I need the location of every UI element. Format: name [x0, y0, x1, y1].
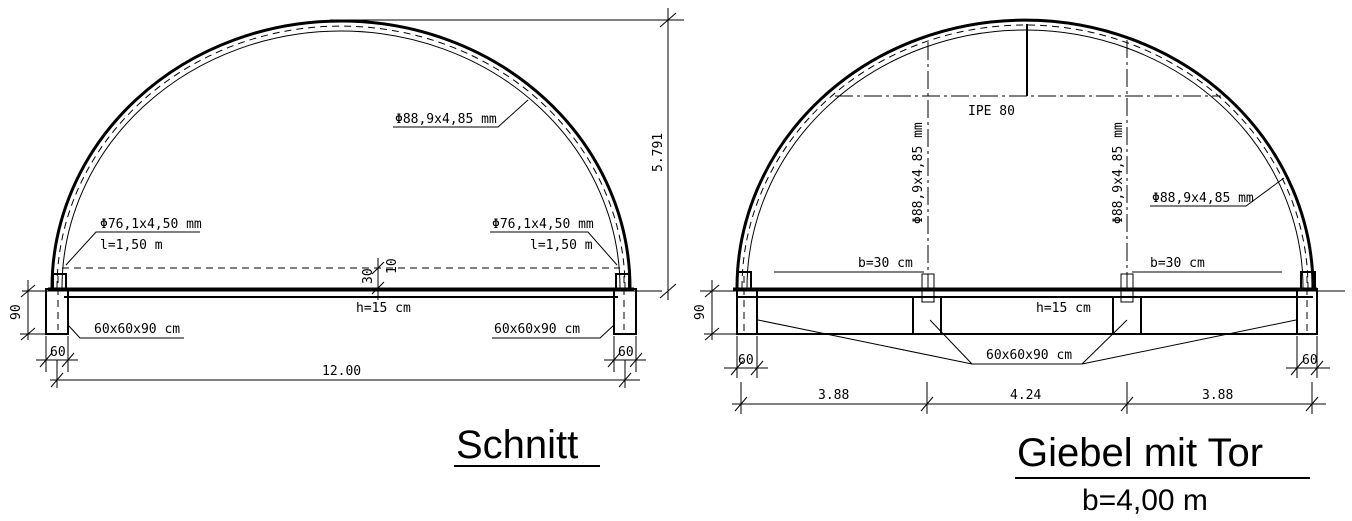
schnitt-right-sleeve [615, 273, 630, 291]
schnitt-60-left-tick-a [39, 352, 53, 368]
giebel-footing-label: 60x60x90 cm [986, 348, 1072, 363]
giebel-mid-footing-left [912, 296, 942, 335]
giebel-dim-90: 90 [693, 304, 708, 320]
schnitt-dim-60-left: 60 [50, 345, 66, 360]
schnitt-height-label: 5.791 [651, 133, 666, 172]
schnitt-dim-30-10-tick-b [371, 281, 385, 295]
schnitt-right-footing-leader [492, 324, 615, 339]
giebel-seg1-label: 3.88 [818, 388, 849, 403]
schnitt-right-pipe-label: Φ76,1x4,50 mm [492, 217, 594, 232]
schnitt-arch-label: Φ88,9x4,85 mm [395, 112, 497, 127]
giebel-60-left-tick-a [730, 360, 744, 376]
giebel-b30-left-label: b=30 cm [858, 256, 913, 271]
giebel-footing-leader-4 [1081, 319, 1297, 365]
schnitt-left-footing [45, 288, 69, 335]
giebel-seg3-label: 3.88 [1202, 388, 1233, 403]
schnitt-slab-label: h=15 cm [356, 301, 411, 316]
schnitt-dim-60-right: 60 [618, 345, 634, 360]
giebel-b30-right-label: b=30 cm [1150, 256, 1205, 271]
giebel-beam-label: IPE 80 [968, 104, 1015, 119]
giebel-title: Giebel mit Tor [1017, 431, 1263, 475]
giebel-60-right-tick-a [1290, 360, 1304, 376]
schnitt-left-length-label: l=1,50 m [100, 238, 163, 253]
giebel-arch-outer [735, 18, 1315, 289]
schnitt-left-footing-label: 60x60x90 cm [94, 322, 180, 337]
giebel-right-sleeve [1300, 271, 1316, 291]
schnitt-arch-inner [61, 30, 621, 289]
schnitt-height-tick-top [659, 12, 677, 28]
schnitt-90-tick-top [20, 284, 36, 298]
giebel-left-footing [736, 288, 758, 335]
giebel-chain-tick-3 [1120, 396, 1134, 412]
schnitt-right-footing-label: 60x60x90 cm [494, 322, 580, 337]
giebel-mid-footing-right [1112, 296, 1142, 335]
giebel-arch-center [741, 24, 1309, 289]
schnitt-right-length-label: l=1,50 m [530, 238, 593, 253]
giebel-footing-leader-2 [929, 319, 973, 365]
giebel-post-right-label: Φ88,9x4,85 mm [1111, 122, 1126, 224]
giebel-slab-label: h=15 cm [1036, 301, 1091, 316]
schnitt-left-sleeve [52, 273, 67, 291]
giebel-footing-leader-3 [1081, 319, 1128, 365]
giebel-dim-60-left: 60 [738, 353, 754, 368]
schnitt-span-tick-right [618, 372, 632, 388]
giebel-arch-leader [1150, 177, 1285, 207]
schnitt-60-right-tick-b [629, 352, 643, 368]
schnitt-span-label: 12.00 [322, 364, 361, 379]
schnitt-arch-leader [393, 99, 529, 128]
giebel-chain-tick-1 [734, 396, 748, 412]
schnitt-dim-30: 30 [361, 268, 376, 284]
schnitt-60-right-tick-a [607, 352, 621, 368]
schnitt-60-left-tick-b [61, 352, 75, 368]
giebel-90-tick-top [704, 284, 720, 298]
schnitt-height-tick-bottom [659, 283, 677, 299]
schnitt-left-footing-leader [67, 324, 184, 339]
giebel-90-tick-bottom [704, 327, 720, 341]
schnitt-dim-10: 10 [385, 258, 400, 274]
schnitt-left-pipe-label: Φ76,1x4,50 mm [100, 217, 202, 232]
giebel-arch-inner [746, 29, 1304, 289]
giebel-arch-label: Φ88,9x4,85 mm [1152, 191, 1254, 206]
giebel-60-right-tick-b [1310, 360, 1324, 376]
schnitt-title: Schnitt [456, 423, 578, 467]
giebel-dim-60-right: 60 [1302, 353, 1318, 368]
schnitt-right-footing [613, 288, 637, 335]
schnitt-right-pipe-leader [490, 231, 618, 266]
schnitt-90-tick-bottom [20, 327, 36, 341]
schnitt-dim-30-10-tick-a [371, 261, 385, 275]
giebel-chain-tick-4 [1305, 396, 1319, 412]
giebel-seg2-label: 4.24 [1010, 388, 1041, 403]
giebel-post-left-label: Φ88,9x4,85 mm [911, 122, 926, 224]
giebel-footing-leader-1 [757, 319, 973, 365]
schnitt-span-tick-left [50, 372, 64, 388]
giebel-subtitle: b=4,00 m [1082, 484, 1208, 517]
schnitt-view: Φ88,9x4,85 mm Φ76,1x4,50 mm l=1,50 m Φ76… [9, 8, 684, 467]
schnitt-arch-outer [50, 19, 632, 289]
giebel-chain-tick-2 [920, 396, 934, 412]
giebel-60-left-tick-b [750, 360, 764, 376]
giebel-view: IPE 80 Φ88,9x4,85 mm Φ88,9x4,85 mm Φ88,9… [693, 18, 1345, 517]
schnitt-left-pipe-leader [65, 231, 200, 266]
schnitt-dim-90: 90 [9, 304, 24, 320]
